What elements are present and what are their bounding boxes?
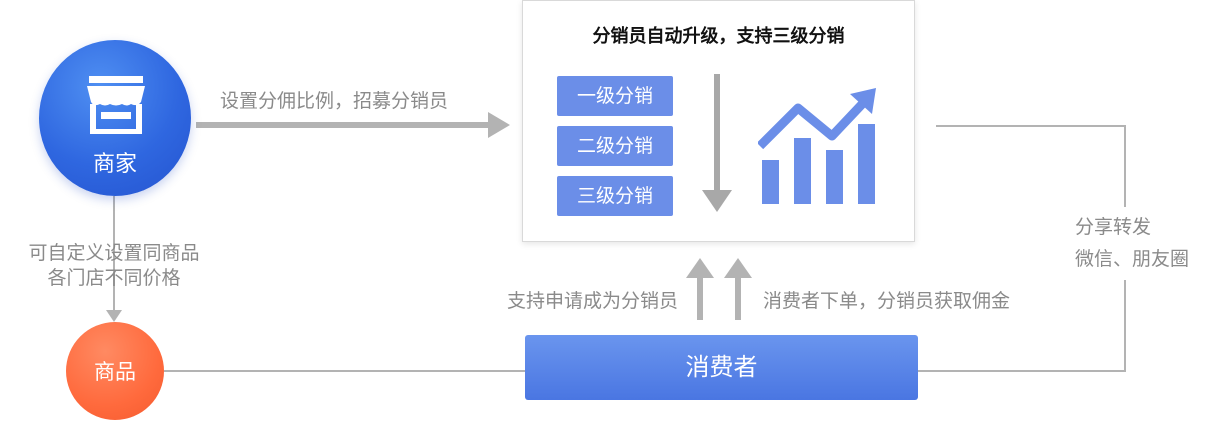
level-3-box: 三级分销 [557,176,673,216]
share-connector-vertical-bottom [1124,280,1126,372]
merchant-product-label-line1: 可自定义设置同商品 [28,242,200,264]
share-connector-vertical-top [1124,125,1126,207]
order-up-arrow [724,258,752,320]
growth-chart-icon [758,88,876,204]
level-1-box: 一级分销 [557,76,673,116]
share-connector-top [936,125,1126,127]
merchant-label: 商家 [92,152,137,177]
store-icon [87,76,145,134]
share-connector-bottom [918,370,1126,372]
level-down-arrow [702,74,732,212]
merchant-panel-label: 设置分佣比例，招募分销员 [220,90,449,112]
apply-label: 支持申请成为分销员 [506,290,678,312]
apply-up-arrow [686,258,714,320]
panel-title: 分销员自动升级，支持三级分销 [592,26,845,47]
merchant-product-label-line2: 各门店不同价格 [47,267,181,289]
share-label-line2: 微信、朋友圈 [1075,248,1190,270]
merchant-product-arrowhead [106,310,122,322]
level-2-box: 二级分销 [557,126,673,166]
product-label: 商品 [94,360,136,384]
product-consumer-connector [164,370,525,372]
order-label: 消费者下单，分销员获取佣金 [763,290,1011,312]
consumer-node: 消费者 [525,335,918,400]
product-node [66,322,164,420]
merchant-panel-arrow [196,112,510,138]
share-label-line1: 分享转发 [1075,216,1152,238]
merchant-product-connector [113,196,115,312]
